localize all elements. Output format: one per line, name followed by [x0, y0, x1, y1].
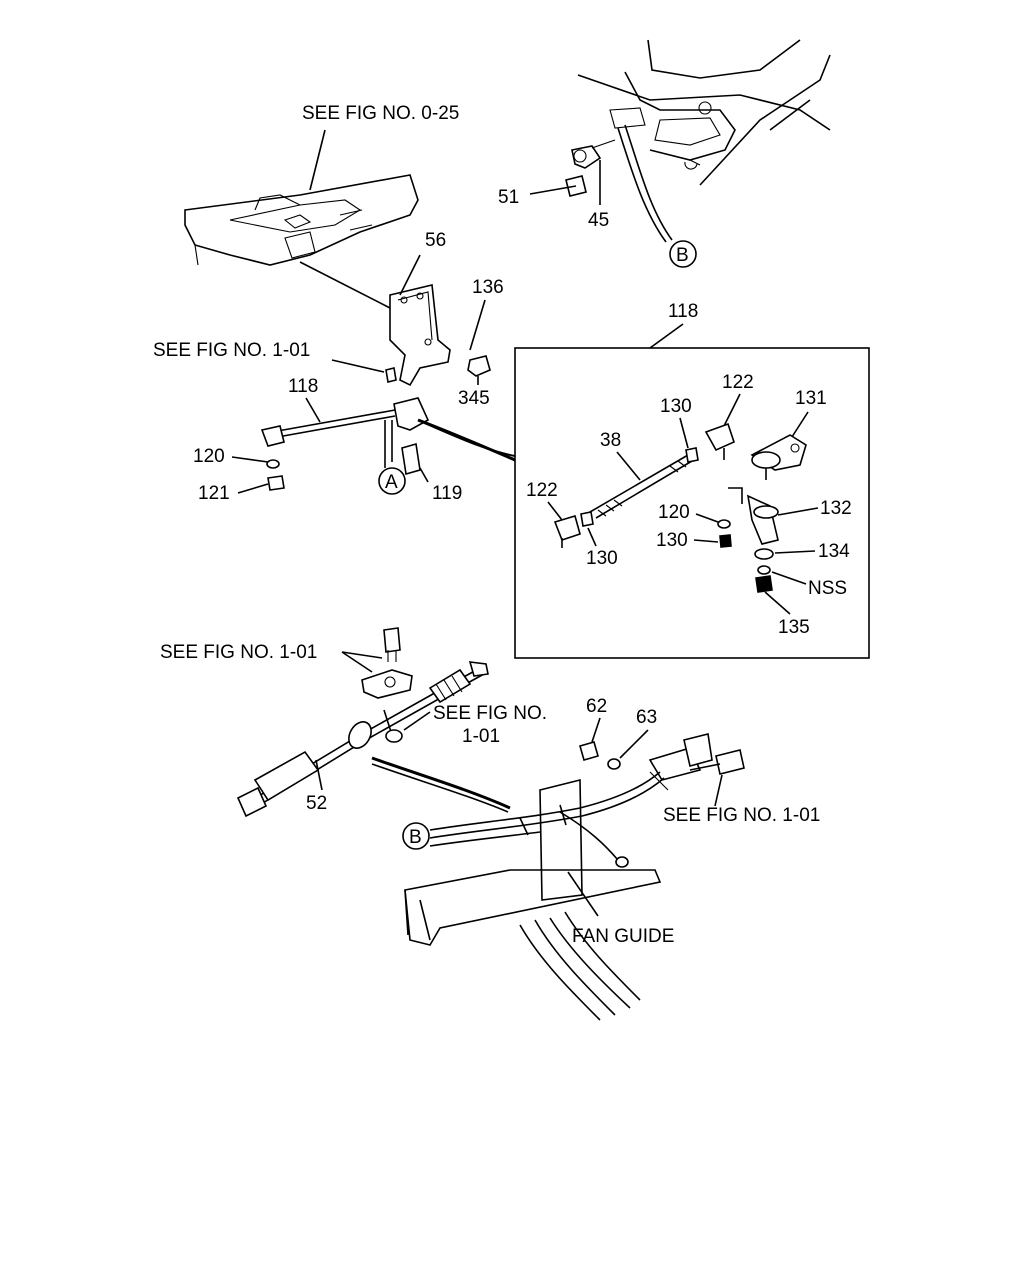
part-number-130-left: 130 [586, 548, 618, 569]
detail-box-118 [514, 347, 870, 659]
leader-63 [619, 729, 649, 759]
leader-122-left [547, 501, 563, 521]
part-number-118-left: 118 [288, 376, 318, 397]
leader-118-left [305, 397, 321, 423]
leader-1-01-c [403, 711, 431, 731]
leader-131 [789, 411, 809, 441]
ball-joint-122-left [553, 514, 581, 548]
leader-1-01-d [714, 774, 723, 807]
part-number-131: 131 [795, 388, 827, 409]
reference-b-bottom: B [402, 822, 430, 850]
bracket-56 [389, 254, 451, 387]
part-number-345: 345 [458, 388, 490, 409]
part-number-62: 62 [586, 696, 607, 717]
callout-see-fig-1-01-c-line1: SEE FIG NO. [433, 703, 547, 724]
leader-120-box [695, 513, 719, 523]
clamp-bolt [361, 627, 413, 699]
washer-63 [607, 758, 621, 770]
part-number-51: 51 [498, 187, 519, 208]
leader-38 [616, 451, 641, 481]
part-number-130-top: 130 [660, 396, 692, 417]
fan-guide [404, 778, 662, 1021]
reference-b-bottom-letter: B [409, 827, 422, 848]
part-number-121: 121 [198, 483, 230, 504]
callout-see-fig-1-01-a: SEE FIG NO. 1-01 [153, 340, 310, 361]
leader-130-left [587, 527, 597, 547]
nut-345 [467, 355, 491, 385]
part-number-nss: NSS [808, 578, 847, 599]
leader-62 [591, 717, 601, 743]
leader-1-01-b1 [341, 651, 373, 673]
part-number-132: 132 [820, 498, 852, 519]
part-number-118-box: 118 [668, 301, 698, 322]
washer-120-left [266, 459, 280, 469]
callout-see-fig-1-01-c-line2: 1-01 [462, 726, 500, 747]
cab-floor-panel [184, 174, 419, 266]
leader-1-01-b2 [341, 651, 383, 659]
nut-130-top [685, 447, 699, 463]
part-number-136: 136 [472, 277, 504, 298]
nut-135 [755, 575, 773, 593]
throttle-cable-52 [236, 661, 489, 818]
leader-136 [469, 299, 486, 351]
part-number-130-mid: 130 [656, 530, 688, 551]
leader-0-25 [309, 129, 326, 191]
part-number-134: 134 [818, 541, 850, 562]
leader-1-01-a [331, 359, 385, 373]
washer-134 [754, 548, 774, 560]
washer-nss [757, 565, 771, 575]
leader-122-top [723, 393, 741, 427]
part-number-63: 63 [636, 707, 657, 728]
bolt-62 [579, 741, 599, 761]
leader-121 [237, 483, 269, 494]
callout-fan-guide: FAN GUIDE [572, 926, 674, 947]
callout-see-fig-1-01-d: SEE FIG NO. 1-01 [663, 805, 820, 826]
part-number-56: 56 [425, 230, 446, 251]
reference-a-letter: A [385, 472, 398, 493]
part-number-119: 119 [432, 483, 462, 504]
part-number-135: 135 [778, 617, 810, 638]
callout-see-fig-0-25: SEE FIG NO. 0-25 [302, 103, 459, 124]
ball-joint-122-top [704, 422, 735, 460]
leader-118-box [649, 323, 684, 349]
bracket-131 [750, 434, 807, 480]
bolt-51-clamp-45 [529, 139, 616, 205]
nut-130-mid [719, 534, 732, 548]
nut-121 [267, 475, 285, 491]
threaded-rod-38 [589, 454, 693, 519]
leader-134 [774, 550, 816, 554]
leader-135 [764, 591, 791, 615]
wire-harness [429, 771, 665, 868]
leader-130-top [679, 417, 689, 449]
reference-a: A [378, 467, 406, 495]
part-number-122-left: 122 [526, 480, 558, 501]
part-number-122-top: 122 [722, 372, 754, 393]
leader-floor-to-bracket [299, 261, 391, 309]
washer-120-box [717, 519, 731, 529]
rod-assembly-118 [260, 397, 516, 468]
lever-132 [728, 487, 779, 545]
cable-routing-stroke-2 [371, 763, 509, 813]
reference-b-top: B [669, 240, 697, 268]
leader-120-left [231, 456, 269, 463]
engine-mount-area [577, 39, 831, 243]
reference-b-top-letter: B [676, 245, 689, 266]
part-number-45: 45 [588, 210, 609, 231]
leader-130-mid [693, 539, 719, 543]
bolt-small [385, 367, 397, 383]
part-number-38: 38 [600, 430, 621, 451]
part-number-52: 52 [306, 793, 327, 814]
bolt-119 [401, 442, 429, 483]
leader-fan-guide [567, 871, 599, 917]
part-number-120-left: 120 [193, 446, 225, 467]
callout-see-fig-1-01-b: SEE FIG NO. 1-01 [160, 642, 317, 663]
part-number-120-box: 120 [658, 502, 690, 523]
cable-routing-stroke [371, 756, 511, 810]
leader-132 [777, 507, 819, 516]
leader-nss [771, 571, 807, 585]
harness-connectors [648, 733, 745, 791]
nut-130-left [580, 511, 594, 527]
